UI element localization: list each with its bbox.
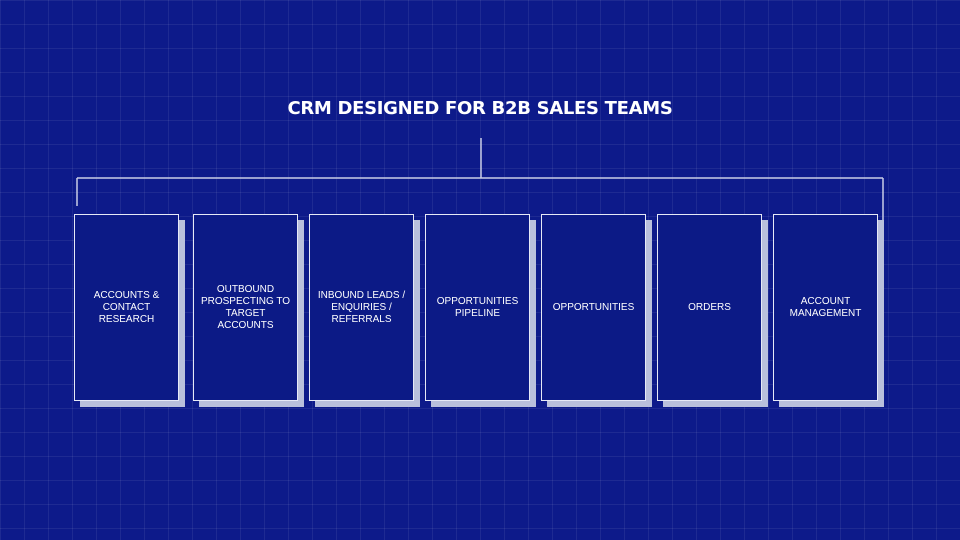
stage-card-inbound-leads: INBOUND LEADS / ENQUIRIES / REFERRALS	[309, 214, 420, 407]
stage-card: OUTBOUND PROSPECTING TO TARGET ACCOUNTS	[193, 214, 298, 401]
stage-card: OPPORTUNITIES PIPELINE	[425, 214, 530, 401]
stage-card-account-management: ACCOUNT MANAGEMENT	[773, 214, 884, 407]
stage-card-orders: ORDERS	[657, 214, 768, 407]
stage-label: INBOUND LEADS / ENQUIRIES / REFERRALS	[317, 289, 406, 325]
stage-label: ACCOUNTS & CONTACT RESEARCH	[93, 289, 160, 325]
stage-card: OPPORTUNITIES	[541, 214, 646, 401]
stage-card: ACCOUNTS & CONTACT RESEARCH	[74, 214, 179, 401]
stage-card: ORDERS	[657, 214, 762, 401]
stage-card-outbound-prospecting: OUTBOUND PROSPECTING TO TARGET ACCOUNTS	[193, 214, 304, 407]
stage-card-accounts-research: ACCOUNTS & CONTACT RESEARCH	[74, 214, 185, 407]
stage-card-opportunities: OPPORTUNITIES	[541, 214, 652, 407]
stage-label: OPPORTUNITIES	[552, 301, 635, 313]
stage-label: ACCOUNT MANAGEMENT	[789, 295, 862, 319]
stage-card: INBOUND LEADS / ENQUIRIES / REFERRALS	[309, 214, 414, 401]
stage-card-opportunities-pipeline: OPPORTUNITIES PIPELINE	[425, 214, 536, 407]
stage-label: OPPORTUNITIES PIPELINE	[436, 295, 519, 319]
stage-label: OUTBOUND PROSPECTING TO TARGET ACCOUNTS	[200, 283, 291, 331]
diagram-title: CRM DESIGNED FOR B2B SALES TEAMS	[287, 98, 673, 119]
stage-card: ACCOUNT MANAGEMENT	[773, 214, 878, 401]
stage-label: ORDERS	[688, 301, 731, 313]
